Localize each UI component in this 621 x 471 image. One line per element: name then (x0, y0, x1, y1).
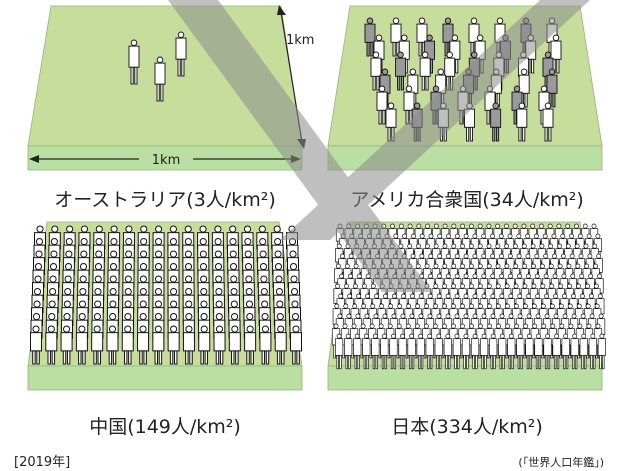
person-figure (470, 333, 480, 370)
person-figure (434, 333, 443, 370)
people-australia (128, 31, 187, 102)
person-figure (416, 333, 425, 370)
person-figure (546, 68, 558, 108)
year-note: [2019年] (14, 455, 70, 470)
person-figure (443, 333, 452, 370)
person-figure (344, 333, 353, 370)
person-figure (370, 51, 382, 91)
person-figure (290, 325, 302, 365)
person-figure (452, 333, 461, 370)
person-figure (550, 34, 562, 74)
person-figure (461, 333, 471, 370)
person-figure (543, 333, 552, 370)
depth-scale-label: 1km (286, 33, 314, 48)
people-china (30, 225, 302, 365)
person-figure (561, 333, 570, 370)
person-figure (525, 333, 534, 370)
person-figure (228, 325, 241, 365)
person-figure (175, 31, 187, 77)
person-figure (489, 333, 498, 370)
person-figure (154, 56, 166, 102)
person-figure (137, 325, 150, 365)
person-figure (516, 102, 528, 142)
person-figure (552, 333, 561, 370)
person-figure (60, 325, 73, 365)
ground-side-china (27, 365, 303, 391)
person-figure (398, 333, 407, 370)
person-figure (588, 333, 597, 370)
person-figure (364, 17, 376, 57)
person-figure (198, 325, 211, 365)
person-figure (30, 325, 42, 365)
watermark-cross (168, 0, 590, 292)
person-figure (380, 333, 389, 370)
person-figure (542, 102, 554, 142)
person-figure (376, 85, 388, 125)
caption-japan: 日本(334人/km²) (391, 416, 543, 438)
person-figure (91, 325, 104, 365)
person-figure (152, 325, 165, 365)
person-figure (480, 333, 489, 370)
person-figure (389, 333, 398, 370)
person-figure (353, 333, 362, 370)
person-figure (507, 333, 516, 370)
person-figure (570, 333, 579, 370)
person-figure (390, 17, 402, 57)
person-figure (579, 333, 588, 370)
person-figure (385, 102, 397, 142)
person-figure (274, 325, 287, 365)
person-figure (419, 51, 431, 91)
person-figure (167, 325, 180, 365)
person-figure (425, 333, 434, 370)
person-figure (407, 333, 416, 370)
person-figure (121, 325, 134, 365)
person-figure (106, 325, 119, 365)
caption-china: 中国(149人/km²) (89, 416, 241, 438)
person-figure (516, 333, 525, 370)
person-figure (244, 325, 257, 365)
panel-china: 中国(149人/km²) (27, 221, 303, 438)
person-figure (45, 325, 58, 365)
person-figure (259, 325, 272, 365)
width-scale-label: 1km (152, 153, 180, 168)
source-note: (「世界人口年鑑」) (518, 455, 604, 469)
caption-usa: アメリカ合衆国(34人/km²) (350, 189, 584, 211)
person-figure (362, 333, 371, 370)
caption-australia: オーストラリア(3人/km²) (54, 189, 276, 211)
person-figure (128, 39, 140, 85)
person-figure (498, 333, 507, 370)
ground-side-japan (327, 365, 603, 391)
person-figure (75, 325, 88, 365)
person-figure (182, 325, 195, 365)
person-figure (395, 51, 407, 91)
person-figure (597, 333, 606, 370)
person-figure (371, 333, 380, 370)
person-figure (490, 102, 502, 142)
person-figure (335, 333, 344, 370)
person-figure (534, 333, 543, 370)
people-usa (364, 17, 562, 142)
person-figure (213, 325, 226, 365)
